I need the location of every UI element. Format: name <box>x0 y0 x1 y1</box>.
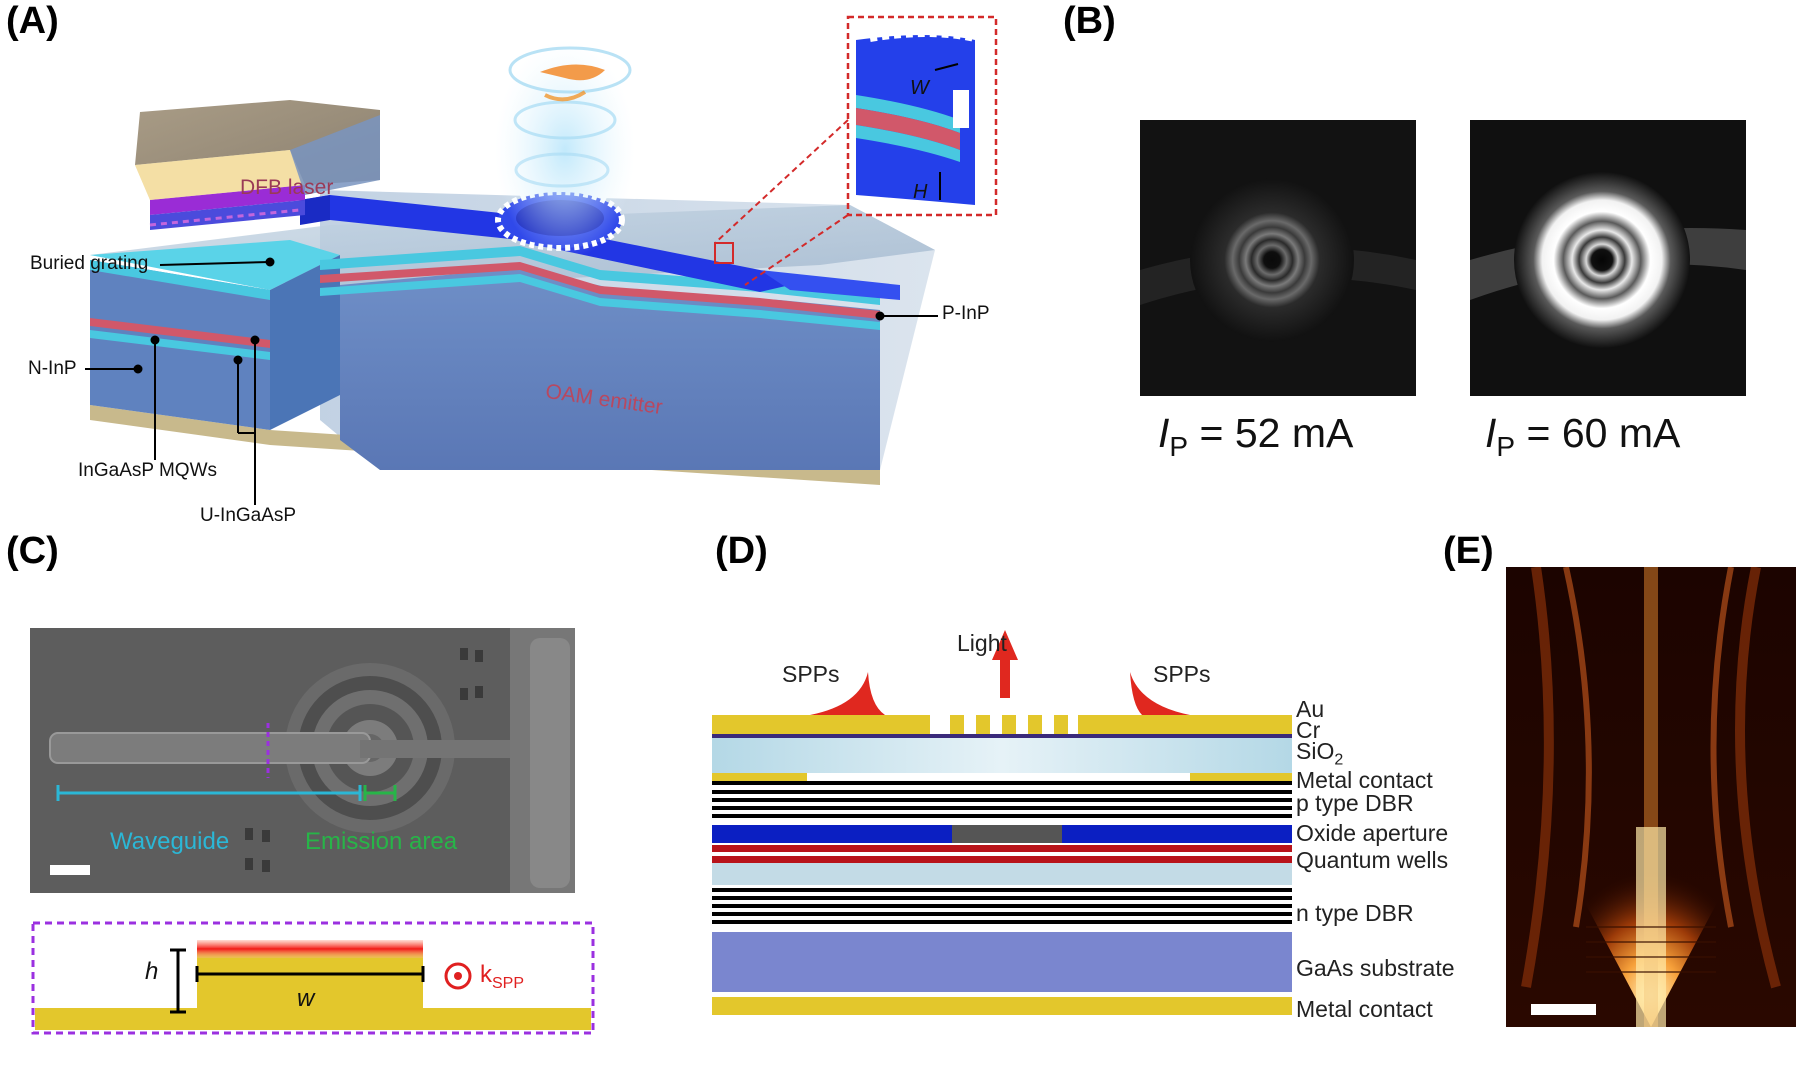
layer-p-dbr-label: p type DBR <box>1296 790 1414 816</box>
oam-beam-image-52ma <box>1140 120 1416 396</box>
w-label: w <box>297 985 315 1012</box>
panel-a-device-illustration <box>90 15 998 485</box>
scale-bar-c <box>50 865 90 875</box>
dfb-laser-label: DFB laser <box>240 176 334 199</box>
sem-image-spp-device <box>30 628 575 893</box>
layer-au-label: Au <box>1296 696 1325 722</box>
spp-waveguide-cross-section <box>31 921 595 1035</box>
near-field-intensity-image <box>1506 567 1796 1027</box>
caption-52ma: IP = 52 mA <box>1158 410 1354 463</box>
spps-left-label: SPPs <box>782 661 840 687</box>
panel-c-label: (C) <box>6 530 59 572</box>
layer-gaas-substrate-label: GaAs substrate <box>1296 955 1455 981</box>
spps-right-label: SPPs <box>1153 661 1211 687</box>
u-ingaasp-label: U-InGaAsP <box>200 505 297 526</box>
vcsel-cross-section <box>712 630 1292 1015</box>
inset-w-label: W <box>910 77 929 99</box>
caption-60ma: IP = 60 mA <box>1485 410 1681 463</box>
panel-a-label: (A) <box>6 0 59 42</box>
p-inp-label: P-InP <box>942 303 990 324</box>
n-inp-label: N-InP <box>28 358 77 379</box>
panel-b-label: (B) <box>1063 0 1116 42</box>
inset-frame <box>846 15 998 217</box>
scale-bar-e <box>1531 1004 1596 1015</box>
buried-grating-label: Buried grating <box>30 253 149 274</box>
layer-oxide-aperture-label: Oxide aperture <box>1296 820 1449 846</box>
layer-sio2-label: SiO2 <box>1296 738 1344 769</box>
k-spp-label: kSPP <box>480 961 525 992</box>
layer-cr-label: Cr <box>1296 717 1321 743</box>
light-arrow <box>992 630 1018 698</box>
oam-beam-image-60ma <box>1470 120 1746 396</box>
panel-e-label: (E) <box>1443 530 1494 572</box>
panel-d-label: (D) <box>715 530 768 572</box>
panel-a-leader-lines <box>85 257 938 505</box>
ingaasp-mqws-label: InGaAsP MQWs <box>78 460 218 481</box>
light-label: Light <box>957 630 1007 656</box>
waveguide-label: Waveguide <box>110 828 230 855</box>
h-label: h <box>145 958 159 985</box>
layer-metal-contact-top-label: Metal contact <box>1296 767 1433 793</box>
layer-n-dbr-label: n type DBR <box>1296 900 1414 926</box>
emission-area-label: Emission area <box>305 828 458 855</box>
layer-metal-contact-bottom-label: Metal contact <box>1296 996 1433 1022</box>
inset-h-label: H <box>913 181 928 203</box>
layer-quantum-wells-label: Quantum wells <box>1296 847 1449 873</box>
